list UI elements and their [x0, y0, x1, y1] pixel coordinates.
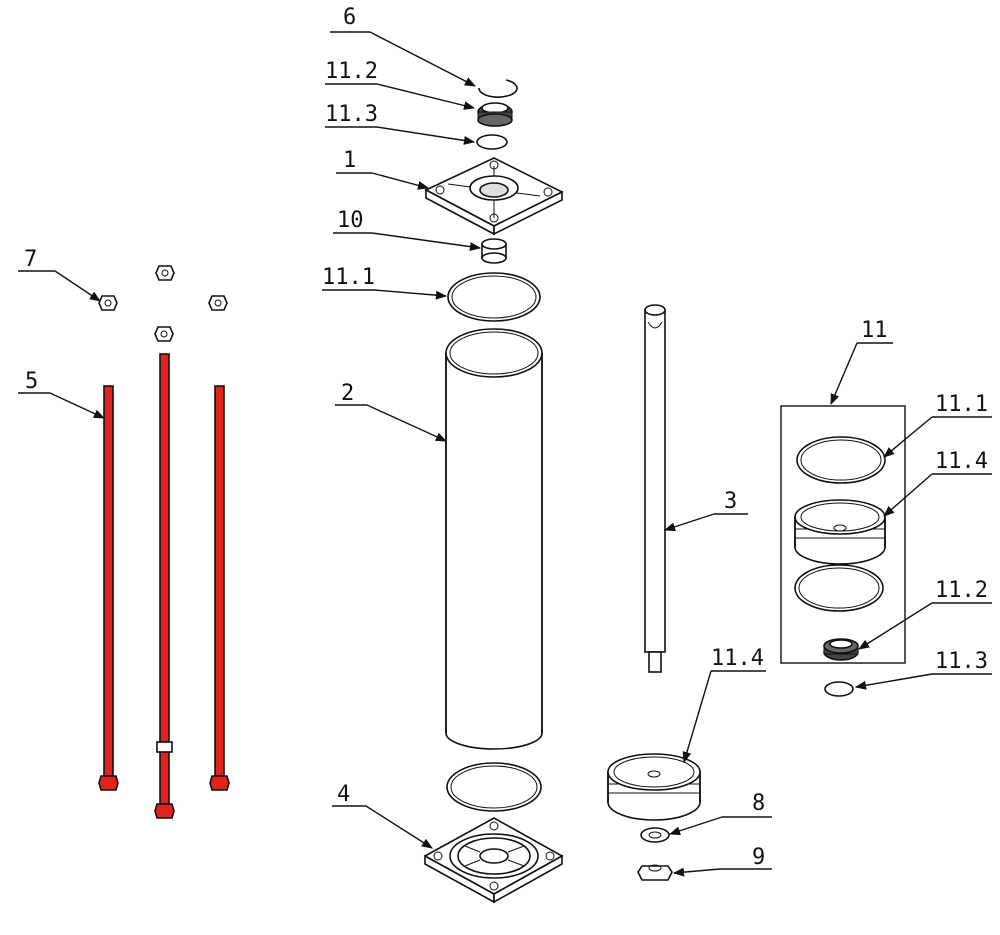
label-11-4-main: 11.4: [682, 646, 766, 764]
label-text-oring-top: 11.1: [322, 265, 375, 290]
tie-rod-group: [98, 265, 230, 819]
piston-rod: [644, 304, 666, 673]
label-11-2-kit: 11.2: [858, 578, 992, 650]
bushing: [481, 238, 507, 264]
label-text-rod-nut: 9: [752, 845, 765, 870]
kit-oring: [796, 436, 886, 484]
retaining-ring: [478, 79, 518, 98]
label-6: 6: [330, 5, 476, 87]
label-1: 1: [336, 148, 430, 190]
label-8: 8: [668, 791, 772, 836]
label-text-seal-kit: 11: [861, 318, 888, 343]
kit-oring-2: [794, 564, 884, 612]
label-text-kit-rod-seal: 11.2: [935, 578, 988, 603]
seal-kit-box: [780, 405, 906, 697]
kit-rod-seal: [823, 638, 859, 661]
label-text-kit-oring: 11.1: [935, 392, 988, 417]
label-text-tie-rod: 5: [25, 369, 38, 394]
label-text-nut-small: 7: [24, 247, 37, 272]
rod-nut: [637, 864, 673, 881]
label-3: 3: [663, 489, 748, 532]
label-11-kit: 11: [830, 318, 893, 406]
nut-small-2: [98, 295, 118, 311]
label-10: 10: [333, 208, 482, 252]
oring-bottom: [446, 762, 542, 812]
label-11-2-top: 11.2: [325, 59, 476, 110]
tie-rod-left: [98, 385, 119, 791]
label-text-piston-rod: 3: [724, 489, 737, 514]
label-11-1-top: 11.1: [322, 265, 448, 300]
label-11-3-top: 11.3: [325, 102, 476, 145]
cylinder-barrel: [445, 328, 543, 750]
label-text-retaining-ring: 6: [343, 5, 356, 30]
oring-top: [447, 272, 541, 322]
tie-rod-right: [209, 385, 230, 791]
nut-small-3: [208, 295, 228, 311]
nut-small-1: [155, 265, 175, 281]
label-9: 9: [672, 845, 772, 877]
label-11-3-kit: 11.3: [854, 649, 992, 690]
label-text-cap-top: 1: [343, 148, 356, 173]
label-text-rod-seal-top: 11.2: [325, 59, 378, 84]
cap-top: [424, 157, 564, 236]
kit-piston: [794, 499, 886, 565]
washer: [640, 827, 670, 843]
label-text-kit-piston: 11.4: [935, 449, 988, 474]
label-2: 2: [335, 381, 448, 442]
piston-main: [607, 753, 701, 821]
label-5: 5: [18, 369, 106, 419]
label-11-1-kit: 11.1: [883, 392, 992, 458]
label-7: 7: [18, 247, 101, 302]
label-text-kit-ring: 11.3: [935, 649, 988, 674]
ring-top: [476, 134, 508, 150]
rod-seal-top: [477, 102, 513, 127]
label-text-ring-top: 11.3: [325, 102, 378, 127]
label-text-piston-main: 11.4: [711, 646, 764, 671]
label-text-washer: 8: [752, 791, 765, 816]
label-11-4-kit: 11.4: [883, 449, 992, 517]
label-text-cylinder: 2: [341, 381, 354, 406]
label-text-bushing: 10: [337, 208, 364, 233]
tie-rod-center: [154, 353, 175, 819]
label-4: 4: [332, 782, 433, 849]
cap-bottom: [423, 817, 564, 904]
kit-ring: [824, 681, 854, 697]
label-text-cap-bottom: 4: [337, 782, 350, 807]
nut-small-4: [154, 326, 174, 342]
